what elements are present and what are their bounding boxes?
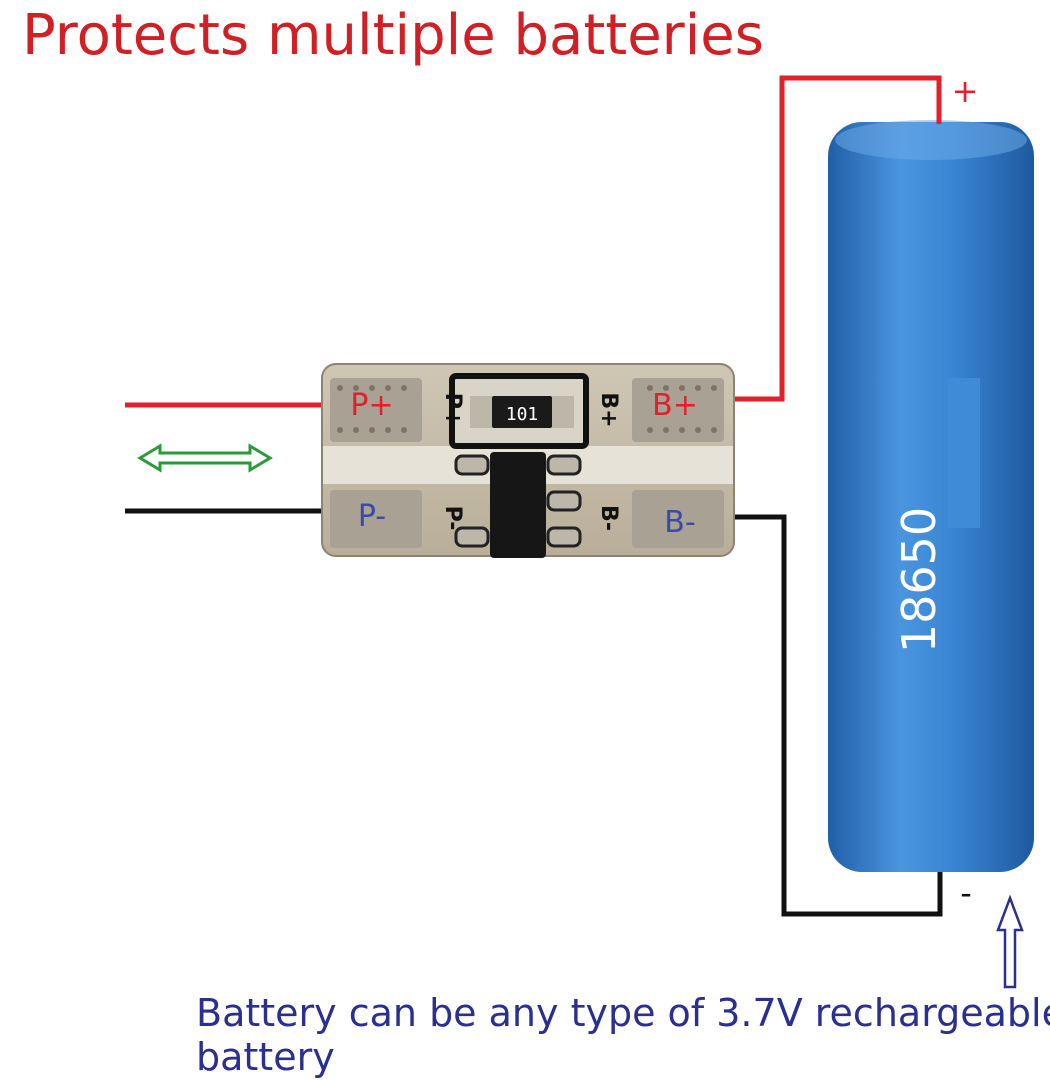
wire-b-plus bbox=[700, 75, 942, 402]
silk-b-minus: B- bbox=[596, 505, 621, 531]
pad-label-b-plus: B+ bbox=[652, 388, 698, 423]
pad-b-minus bbox=[632, 490, 724, 548]
protection-board: 101 P+ B+ P- B- P+ B+ P- B- bbox=[321, 363, 735, 558]
wiring-diagram: 18650 + - bbox=[125, 72, 1034, 989]
caption-line-2: battery bbox=[196, 1035, 335, 1079]
battery-top-cap bbox=[835, 120, 1027, 160]
silk-b-plus: B+ bbox=[596, 392, 621, 427]
ic-pin bbox=[546, 454, 582, 476]
up-arrow-icon bbox=[996, 894, 1024, 989]
caption-line-1: Battery can be any type of 3.7V recharge… bbox=[196, 991, 1050, 1035]
battery-body bbox=[828, 122, 1034, 872]
pad-label-p-plus: P+ bbox=[350, 388, 393, 423]
battery-plus-label: + bbox=[952, 72, 979, 110]
resistor-body bbox=[492, 396, 552, 428]
double-arrow-icon bbox=[137, 443, 273, 473]
resistor-code: 101 bbox=[506, 404, 539, 425]
battery-18650: 18650 bbox=[828, 120, 1034, 872]
battery-model-label: 18650 bbox=[892, 507, 946, 653]
ic-pin bbox=[454, 526, 490, 548]
ic-pin bbox=[546, 490, 582, 512]
ic-chip-body bbox=[490, 452, 546, 558]
diagram-title: Protects multiple batteries bbox=[22, 3, 764, 68]
battery-minus-label: - bbox=[960, 874, 972, 912]
pad-p-plus bbox=[330, 378, 422, 442]
ic-pin bbox=[454, 454, 490, 476]
pad-label-p-minus: P- bbox=[358, 499, 386, 534]
ic-pin bbox=[546, 526, 582, 548]
pad-b-plus bbox=[632, 378, 724, 442]
pad-vias bbox=[337, 385, 717, 433]
pad-label-b-minus: B- bbox=[664, 505, 695, 540]
battery-label-patch bbox=[948, 378, 980, 528]
pad-p-minus bbox=[330, 490, 422, 548]
wire-b-minus bbox=[712, 514, 943, 917]
silk-p-plus: P+ bbox=[440, 393, 465, 428]
silk-p-minus: P- bbox=[440, 506, 465, 531]
